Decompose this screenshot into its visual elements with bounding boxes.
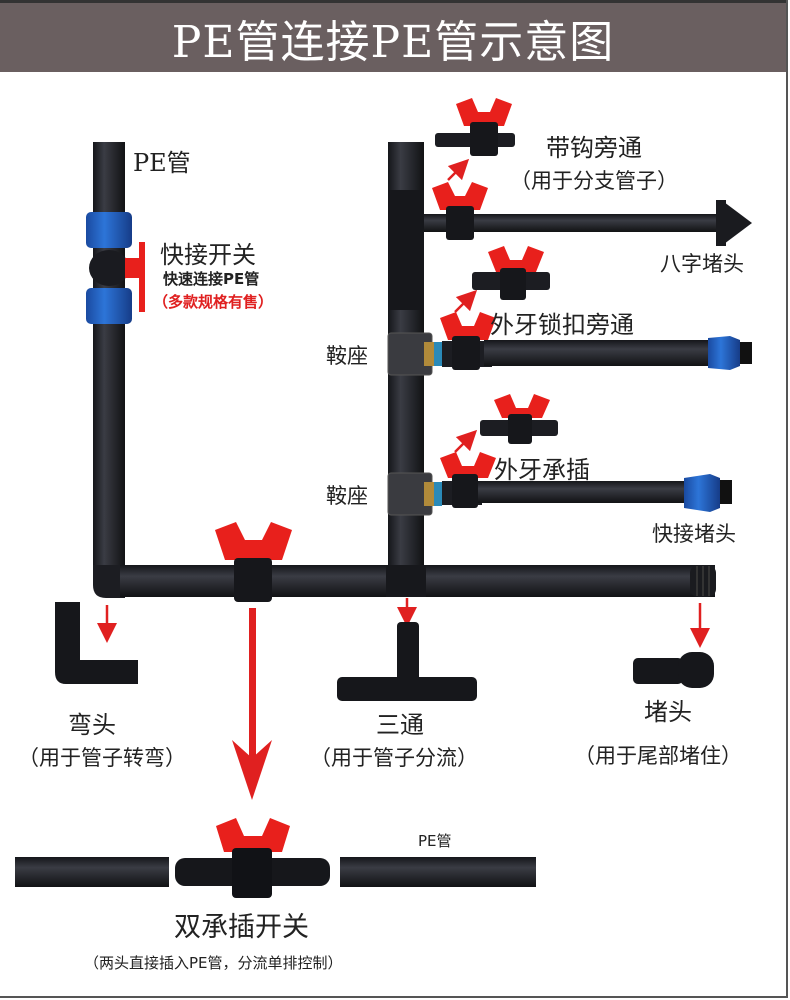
label-figure8-plug: 八字堵头 [660,252,744,276]
hook-bypass-valve-icon [435,98,515,156]
label-tee-sub: （用于管子分流） [310,746,478,770]
double-socket-assembly [15,818,536,898]
label-hook-bypass: 带钩旁通 [546,134,642,162]
label-saddle-2: 鞍座 [326,484,368,508]
label-quick-switch-note: （多款规格有售） [153,293,274,311]
label-pe-pipe-bottom: PE管 [418,832,452,850]
arrow-icon [454,429,478,453]
label-quick-switch-sub: 快速连接PE管 [163,270,260,288]
tee-icon [337,622,477,701]
arrow-icon [447,158,470,181]
saddle-1-icon [387,332,442,376]
male-lock-bypass-valve-icon [472,246,550,300]
label-elbow-sub: （用于管子转弯） [18,746,186,770]
end-plug-icon [633,652,714,688]
label-male-lock-bypass: 外牙锁扣旁通 [490,311,634,339]
elbow-joint [93,565,125,598]
label-hook-bypass-sub: （用于分支管子） [510,169,678,193]
label-end-plug-sub: （用于尾部堵住） [574,744,742,768]
quick-connector-valve-icon [86,212,145,324]
label-male-socket: 外牙承插 [494,456,590,484]
page-title: PE管连接PE管示意图 [171,16,615,68]
elbow-icon [55,602,138,684]
title-bar: PE管连接PE管示意图 [0,0,786,72]
label-pe-pipe-top: PE管 [133,149,191,177]
label-end-plug: 堵头 [644,698,692,726]
label-elbow: 弯头 [68,711,116,739]
arrow-icon [454,289,478,313]
label-saddle-1: 鞍座 [326,344,368,368]
label-quick-plug: 快接堵头 [652,522,736,546]
label-quick-switch: 快接开关 [160,241,256,269]
male-lock-bypass-branch [440,312,752,370]
hook-bypass-branch [424,182,752,246]
left-vertical-pipe [93,142,125,582]
saddle-2-icon [387,472,442,516]
inline-valve-icon [215,522,292,602]
label-double-socket-switch: 双承插开关 [174,912,309,943]
big-down-arrow-icon [232,608,272,800]
male-socket-branch [440,452,732,512]
label-tee: 三通 [376,711,424,739]
male-socket-valve-icon [480,394,558,444]
label-double-socket-switch-sub: （两头直接插入PE管，分流单排控制） [84,954,343,972]
